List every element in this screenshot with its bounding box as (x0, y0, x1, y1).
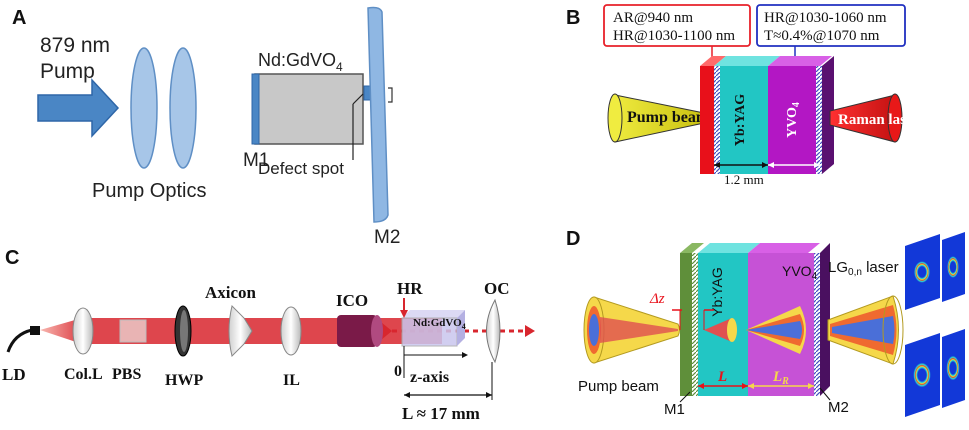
coating-box-left (603, 4, 751, 47)
hwp-label: HWP (165, 372, 203, 389)
imaging-lens (280, 306, 302, 356)
panel-d: D Pump beam Yb:YAG YVO4 LG0,n laser (566, 228, 965, 418)
coating-box-right (756, 4, 906, 47)
delta-z-label: Δz (649, 291, 665, 307)
yvo4-length: 1 mm (782, 172, 812, 187)
panel-letter-d: D (566, 228, 580, 250)
yb-yag-length: 1.2 mm (724, 172, 764, 187)
panel-letter-b: B (566, 7, 580, 29)
hr-label: HR (397, 279, 423, 298)
pbs-cube (119, 319, 147, 343)
output-coupler (486, 298, 501, 364)
ld-fiber (6, 328, 33, 353)
ar-coating-slab (700, 66, 714, 174)
pbs-label: PBS (112, 366, 141, 383)
defect-pointer (352, 93, 364, 105)
coating-right-line2: T≈0.4%@1070 nm (764, 28, 880, 44)
ico-element (337, 315, 377, 347)
mirror-m1-d (680, 253, 692, 396)
oc-label: OC (484, 279, 510, 298)
z-axis-label: z-axis (410, 369, 449, 386)
panel-c: C LD Col.L PBS HWP Axicon IL ICO (2, 247, 535, 423)
lr-label: LR (772, 369, 789, 387)
pump-lens-1 (130, 47, 158, 169)
pump-wavelength-label: 879 nm (40, 34, 110, 57)
crystal-label: Nd:GdVO4 (258, 50, 343, 74)
panel-letter-c: C (5, 247, 19, 269)
panel-a: A 879 nm Pump Pump Optics Nd:GdVO4 M1 De… (12, 6, 400, 248)
panel-b: B AR@940 nm HR@1030-1100 nm HR@1030-1060… (566, 4, 920, 187)
pump-optics-label: Pump Optics (92, 180, 206, 202)
z-origin-label: 0 (394, 363, 402, 380)
raman-laser-label: Raman laser (838, 112, 920, 128)
cavity-length-label: L ≈ 17 mm (402, 404, 480, 423)
axicon (228, 305, 253, 357)
ico-label: ICO (336, 291, 368, 310)
coating-left-line1: AR@940 nm (613, 10, 693, 26)
collimating-lens (72, 307, 94, 355)
yb-yag-label: Yb:YAG (733, 94, 748, 146)
nd-gdvo4-crystal-c (401, 317, 458, 347)
coating-right-line1: HR@1030-1060 nm (764, 10, 887, 26)
l-label: L (717, 369, 727, 385)
pump-beam-label: Pump beam (627, 109, 710, 126)
m2-label-d: M2 (828, 399, 849, 416)
coating-left-line2: HR@1030-1100 nm (613, 28, 735, 44)
defect-spot-label: Defect spot (258, 159, 344, 178)
mirror-m1-coating (251, 73, 260, 145)
yb-yag-crystal (720, 66, 768, 174)
il-label: IL (283, 372, 300, 389)
lg-laser-label: LG0,n laser (828, 259, 899, 278)
crystal-label-c: Nd:GdVO4 (413, 317, 466, 331)
mirror-m2-label: M2 (374, 227, 400, 248)
yvo4-crystal (768, 66, 820, 174)
nd-gdvo4-crystal (254, 73, 364, 145)
yvo4-label: YVO4 (785, 102, 802, 138)
pump-label: Pump (40, 60, 95, 83)
m1-label-d: M1 (664, 401, 685, 418)
panel-letter-a: A (12, 7, 26, 29)
lg-mode-patterns (905, 232, 965, 417)
yb-yag-label-d: Yb:YAG (709, 267, 725, 317)
axicon-label: Axicon (205, 283, 257, 302)
col-l-label: Col.L (64, 366, 103, 383)
ld-label: LD (2, 365, 26, 384)
pump-arrow (37, 78, 120, 138)
pump-lens-2 (169, 47, 197, 169)
mirror-m1-label: M1 (243, 150, 269, 171)
pump-beam-label-d: Pump beam (578, 378, 659, 395)
yvo4-label-d: YVO4 (782, 263, 818, 282)
mirror-m2 (367, 6, 389, 223)
